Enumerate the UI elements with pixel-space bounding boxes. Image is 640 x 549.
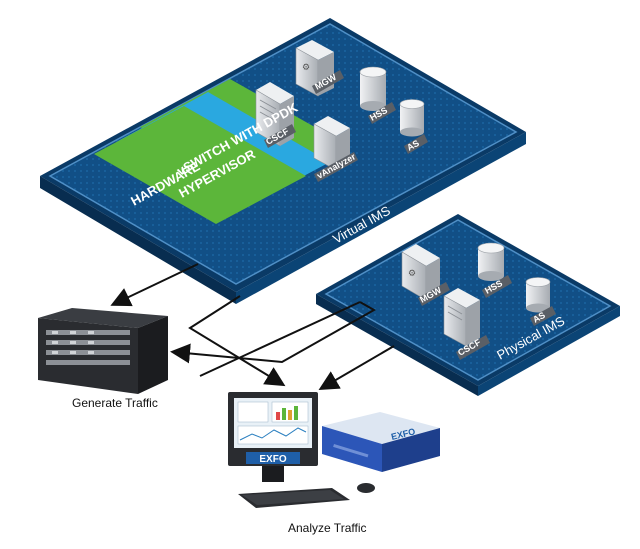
server-hss-virtual xyxy=(359,66,387,111)
analyzer-mouse xyxy=(357,483,375,493)
arrow-loop-back xyxy=(170,301,377,364)
server-as-physical xyxy=(525,277,551,313)
mgw-glyph-icon: ⚙ xyxy=(302,63,310,73)
server-as-virtual xyxy=(399,99,425,137)
monitor-screen-charts xyxy=(237,401,309,445)
caption-generate-traffic: Generate Traffic xyxy=(72,396,158,410)
traffic-arrows xyxy=(110,263,395,391)
arrow-generator-to-virtual xyxy=(199,301,361,377)
analyzer-appliance: EXFO xyxy=(322,412,440,472)
layer-bands xyxy=(94,79,350,224)
analyzer-keyboard xyxy=(238,488,350,508)
server-hss-physical xyxy=(477,242,505,281)
layer-hardware xyxy=(94,106,306,224)
arrow-virtual-to-generator xyxy=(110,263,199,307)
arrow-virtual-to-analyzer xyxy=(188,295,286,387)
caption-analyze-traffic: Analyze Traffic xyxy=(288,521,367,535)
traffic-generator-chassis xyxy=(38,308,168,394)
arrow-physical-to-analyzer xyxy=(318,345,395,391)
analyzer-monitor: EXFO xyxy=(228,392,318,482)
monitor-logo: EXFO xyxy=(259,454,286,465)
server-cscf-physical xyxy=(443,288,480,347)
mgw-physical-glyph-icon: ⚙ xyxy=(408,269,416,279)
